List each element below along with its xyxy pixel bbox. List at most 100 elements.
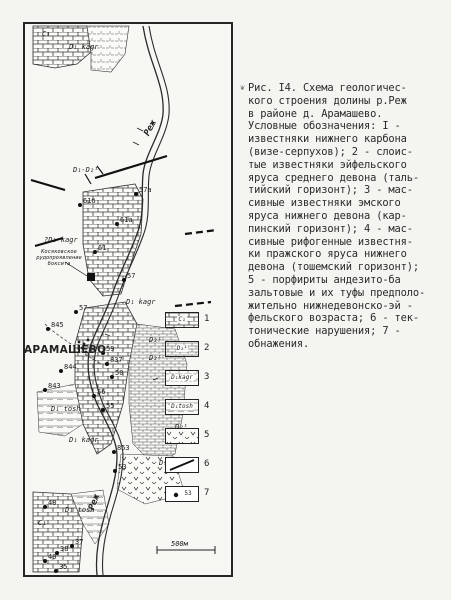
legend-number: 1: [204, 314, 210, 324]
outcrop-marker: [134, 192, 138, 196]
outcrop-marker: [74, 310, 78, 314]
caption-line: фельского возраста; 6 - тек-: [248, 312, 419, 325]
caption-line: зальтовые и их туфы предполо-: [248, 286, 426, 299]
outcrop-marker: [92, 394, 96, 398]
outcrop-number: 55: [106, 402, 114, 410]
legend-number: 3: [204, 372, 210, 382]
legend-swatch-6: [165, 457, 199, 473]
unit-label: D₂¹: [175, 423, 188, 431]
outcrop-number: 59: [106, 345, 114, 353]
unit-label: D₁-D₂¹: [73, 166, 99, 174]
unit-label: D₁ kagr: [69, 436, 99, 444]
river-channel: [87, 25, 164, 575]
village-houses: [77, 338, 93, 354]
outcrop-marker: [43, 505, 47, 509]
outcrop-number: 843: [48, 382, 61, 390]
legend-number: 2: [204, 343, 210, 353]
legend-swatch-label: D₁tosh: [170, 403, 194, 410]
outcrop-number: 56: [97, 388, 105, 396]
caption-line: ки пражского яруса нижнего: [248, 248, 407, 261]
map-drawing: 57a61б61a6157578455983784450843565585353…: [30, 25, 218, 575]
legend-swatch-4: D₁tosh: [165, 399, 199, 415]
caption-line: 5 - порфириты андезито-ба: [248, 273, 401, 286]
outcrop-marker: [43, 388, 47, 392]
outcrop-number: 61a: [120, 216, 133, 224]
unit-label: D₁ kagr: [126, 298, 156, 306]
outcrop-marker: [70, 544, 74, 548]
outcrop-number: 844: [64, 363, 77, 371]
caption-line: в районе д. Арамашево.: [248, 107, 383, 120]
legend-swatch-label: C₁: [177, 316, 187, 323]
figure-caption: Рис. I4. Схема геологичес-кого строения …: [248, 82, 448, 351]
bauxite-occurrence-label: Косяковское рудопроявление боксита: [36, 249, 82, 268]
caption-line: сивные известняки эмского: [248, 197, 401, 210]
legend-swatch-3: D₁kagr: [165, 370, 199, 386]
outcrop-number: 40: [48, 553, 56, 561]
unit-label: C₁: [38, 519, 47, 527]
unit-label: D₂¹: [149, 354, 162, 362]
legend-swatch-label: D₂¹: [175, 345, 189, 352]
caption-line: девона (тошемский горизонт);: [248, 261, 419, 274]
village-label: АРАМАШЕВО: [24, 344, 107, 356]
outcrop-number: 38: [60, 545, 68, 553]
legend-swatch-5: [165, 428, 199, 444]
outcrop-marker: [59, 369, 63, 373]
caption-line: кого строения долины р.Реж: [248, 94, 407, 107]
caption-line: жительно нижнедевонско-эй -: [248, 299, 413, 312]
caption-line: тонические нарушения; 7 -: [248, 325, 401, 338]
outcrop-number: 57a: [139, 186, 152, 194]
outcrop-marker: [54, 569, 58, 573]
outcrop-marker: [43, 559, 47, 563]
legend-number: 4: [204, 401, 210, 411]
caption-line: пинский горизонт); 4 - мас-: [248, 222, 413, 235]
outcrop-number: 837: [110, 356, 123, 364]
unit-tosh-west: [36, 383, 84, 437]
outcrop-marker: [105, 362, 109, 366]
scale-bar: [156, 546, 216, 554]
outcrop-number: 48: [48, 499, 56, 507]
outcrop-number: 57: [127, 272, 135, 280]
unit-kagr-middle: [74, 301, 138, 455]
outcrop-number: 35: [59, 563, 67, 571]
outcrop-number: 845: [51, 321, 64, 329]
unit-kagr-north: [86, 25, 130, 73]
legend-pattern: [169, 459, 195, 471]
outcrop-number: 57: [79, 304, 87, 312]
outcrop-number: 50: [115, 369, 123, 377]
unit-c1-south: [32, 491, 84, 573]
outcrop-marker: [101, 408, 105, 412]
outcrop-marker: [122, 278, 126, 282]
unit-label: D₁ tosh: [51, 405, 81, 413]
caption-line: обнажения.: [248, 337, 310, 350]
outcrop-marker: [115, 222, 119, 226]
decorative-mark: ❦: [240, 83, 245, 92]
outcrop-points: 57a61б61a6157578455983784450843565585353…: [43, 186, 152, 573]
outcrop-number: 37: [75, 538, 83, 546]
unit-label: D₂¹: [149, 336, 162, 344]
outcrop-marker: [55, 551, 59, 555]
caption-line: яруса нижнего девона (кар-: [248, 209, 407, 222]
legend-number: 6: [204, 459, 210, 469]
unit-label: D₁ kagr: [69, 43, 99, 51]
legend-swatch-1: C₁: [165, 312, 199, 328]
outcrop-marker: [78, 203, 82, 207]
caption-line: тые известняки эйфельского: [248, 158, 407, 171]
outcrop-marker: [113, 469, 117, 473]
caption-line: тийский горизонт); 3 - мас-: [248, 184, 413, 197]
unit-label: ?D₁ kagr: [44, 236, 78, 244]
road: [44, 323, 102, 365]
bauxite-occurrence-marker: [87, 273, 95, 281]
legend-swatch-2: D₂¹: [165, 341, 199, 357]
tectonic-faults: [30, 154, 218, 308]
outcrop-number: 53: [118, 463, 126, 471]
outcrop-number: 61б: [83, 197, 96, 205]
outcrop-number: 61: [98, 244, 106, 252]
legend-pattern: [173, 492, 179, 498]
unit-tosh-south: [70, 489, 110, 545]
unit-label: D₁ tosh: [65, 506, 95, 514]
scale-label: 500м: [171, 540, 188, 548]
caption-line: Условные обозначения: I -: [248, 120, 401, 133]
caption-line: (визе-серпухов); 2 - слоис-: [248, 145, 413, 158]
legend-swatch-label: D₁kagr: [170, 374, 194, 381]
